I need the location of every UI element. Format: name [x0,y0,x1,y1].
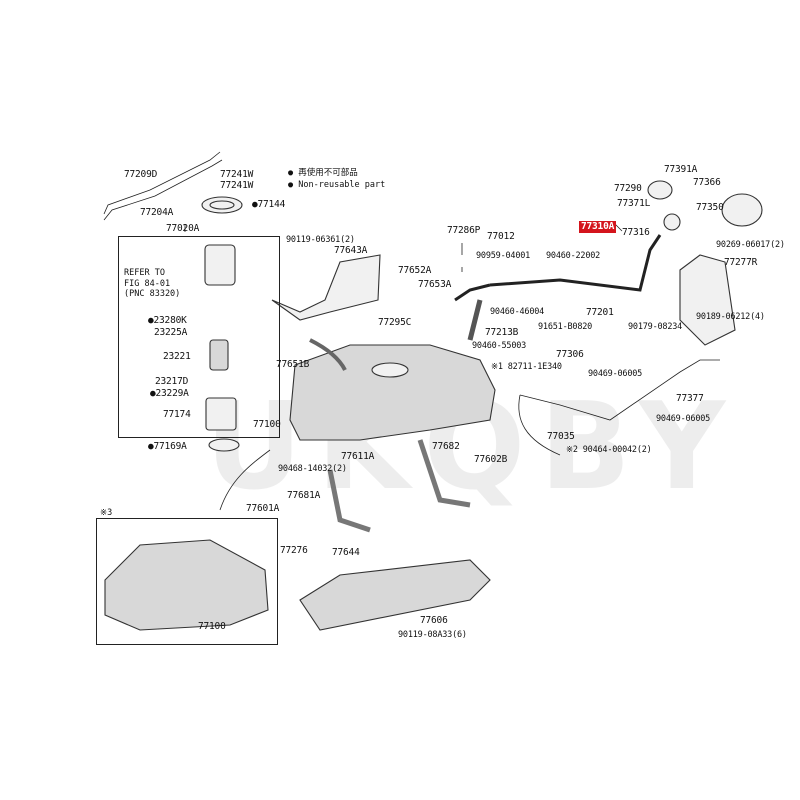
part-label-77213B[interactable]: 77213B [485,327,519,338]
part-label-77601A[interactable]: 77601A [246,503,280,514]
part-label-90179-08234[interactable]: 90179-08234 [628,322,683,332]
cushion-shape [309,338,347,371]
part-label-77295C[interactable]: 77295C [378,317,412,328]
part-label-77241W-a[interactable]: 77241W [220,169,254,180]
part-label-23229A[interactable]: ●23229A [150,388,189,399]
pump-motor-shape [209,339,229,371]
part-label-77169A[interactable]: ●77169A [148,441,187,452]
refer-line-2: FIG 84-01 [124,278,171,289]
fuel-tank-shape [289,344,496,441]
part-label-90469-06005-a[interactable]: 90469-06005 [588,369,643,379]
part-label-77611A[interactable]: 77611A [341,451,375,462]
part-label-77290[interactable]: 77290 [614,183,642,194]
pump-assembly-box [118,236,280,438]
part-label-77020A[interactable]: 77020A [166,223,200,234]
part-label-77602B[interactable]: 77602B [474,454,508,465]
part-label-91651-B0820[interactable]: 91651-B0820 [538,322,593,332]
part-label-23217D[interactable]: 23217D [155,376,189,387]
gasket-shape [208,438,240,452]
part-label-77643A[interactable]: 77643A [334,245,368,256]
fuel-lid-shape [721,193,763,227]
part-label-77144[interactable]: ●77144 [252,199,286,210]
part-label-77241W-b[interactable]: 77241W [220,180,254,191]
part-label-90119-08433[interactable]: 90119-08A33(6) [398,630,467,640]
vent-tube-line-2 [103,159,223,221]
part-label-77277R[interactable]: 77277R [724,257,758,268]
refer-note: REFER TO FIG 84-01 (PNC 83320) [124,268,180,300]
hose-shape [467,299,483,341]
part-label-90460-22002[interactable]: 90460-22002 [546,251,601,261]
part-label-90189-06212[interactable]: 90189-06212(4) [696,312,765,322]
part-label-77306[interactable]: 77306 [556,349,584,360]
arrow-shape [219,449,271,511]
protector-shape [271,254,381,321]
filler-pipe-shape [489,234,662,292]
part-label-77651B[interactable]: 77651B [276,359,310,370]
part-label-77276[interactable]: 77276 [280,545,308,556]
gasket-ring-shape [663,213,681,231]
part-label-23280K[interactable]: ●23280K [148,315,187,326]
part-label-77681A[interactable]: 77681A [287,490,321,501]
part-label-90959-04001[interactable]: 90959-04001 [476,251,531,261]
part-label-77174[interactable]: 77174 [163,409,191,420]
vent-tube-line [103,151,221,215]
part-label-77350[interactable]: 77350 [696,202,724,213]
part-label-77644[interactable]: 77644 [332,547,360,558]
part-label-23221[interactable]: 23221 [163,351,191,362]
part-label-82711-1E340[interactable]: ※1 82711-1E340 [491,362,562,372]
part-label-90460-55003[interactable]: 90460-55003 [472,341,527,351]
part-label-90468-14032[interactable]: 90468-14032(2) [278,464,347,474]
part-label-77391A[interactable]: 77391A [664,164,698,175]
tank-opening-shape [371,362,409,378]
tank-band-shape [417,439,471,508]
part-label-77377[interactable]: 77377 [676,393,704,404]
inset-tank-shape [104,539,269,631]
part-label-77201[interactable]: 77201 [586,307,614,318]
part-label-77316[interactable]: 77316 [622,227,650,238]
part-label-90119-06361[interactable]: 90119-06361(2) [286,235,355,245]
part-label-77286P[interactable]: 77286P [447,225,481,236]
inset-box [96,518,278,645]
part-label-90464-00042[interactable]: ※2 90464-00042(2) [566,445,652,455]
part-label-77012[interactable]: 77012 [487,231,515,242]
part-label-77371L[interactable]: 77371L [617,198,651,209]
part-label-77653A[interactable]: 77653A [418,279,452,290]
part-label-77366[interactable]: 77366 [693,177,721,188]
part-label-77310A-highlighted[interactable]: 77310A [579,221,617,233]
part-label-77100-main[interactable]: 77100 [253,419,281,430]
breather-hose-shape [454,283,491,302]
refer-line-1: REFER TO [124,268,165,278]
part-label-77209D[interactable]: 77209D [124,169,158,180]
part-label-77606[interactable]: 77606 [420,615,448,626]
part-label-77204A[interactable]: 77204A [140,207,174,218]
part-label-23225A[interactable]: 23225A [154,327,188,338]
cable-shape [519,359,720,421]
pump-module-shape [204,244,236,286]
refer-line-3: (PNC 83320) [124,289,181,300]
part-label-77652A[interactable]: 77652A [398,265,432,276]
non-reusable-note-en: ● Non-reusable part [288,180,386,190]
filler-box-shape [679,254,736,346]
section-3-marker: ※3 [100,508,113,518]
part-label-77100-inset[interactable]: 77100 [198,621,226,632]
part-label-77035[interactable]: 77035 [547,431,575,442]
part-label-77682[interactable]: 77682 [432,441,460,452]
tank-band-shape-2 [327,469,371,533]
cable-shape-2 [518,394,561,456]
filter-shape [205,397,237,431]
part-label-90469-06005-b[interactable]: 90469-06005 [656,414,711,424]
lock-ring-inner [209,200,235,210]
non-reusable-note-jp: ● 再使用不可部品 [288,168,358,178]
part-label-90269-06017[interactable]: 90269-06017(2) [716,240,785,250]
filler-cap-shape [647,180,673,200]
tank-protector-shape [299,559,491,631]
part-label-90460-46004[interactable]: 90460-46004 [490,307,545,317]
